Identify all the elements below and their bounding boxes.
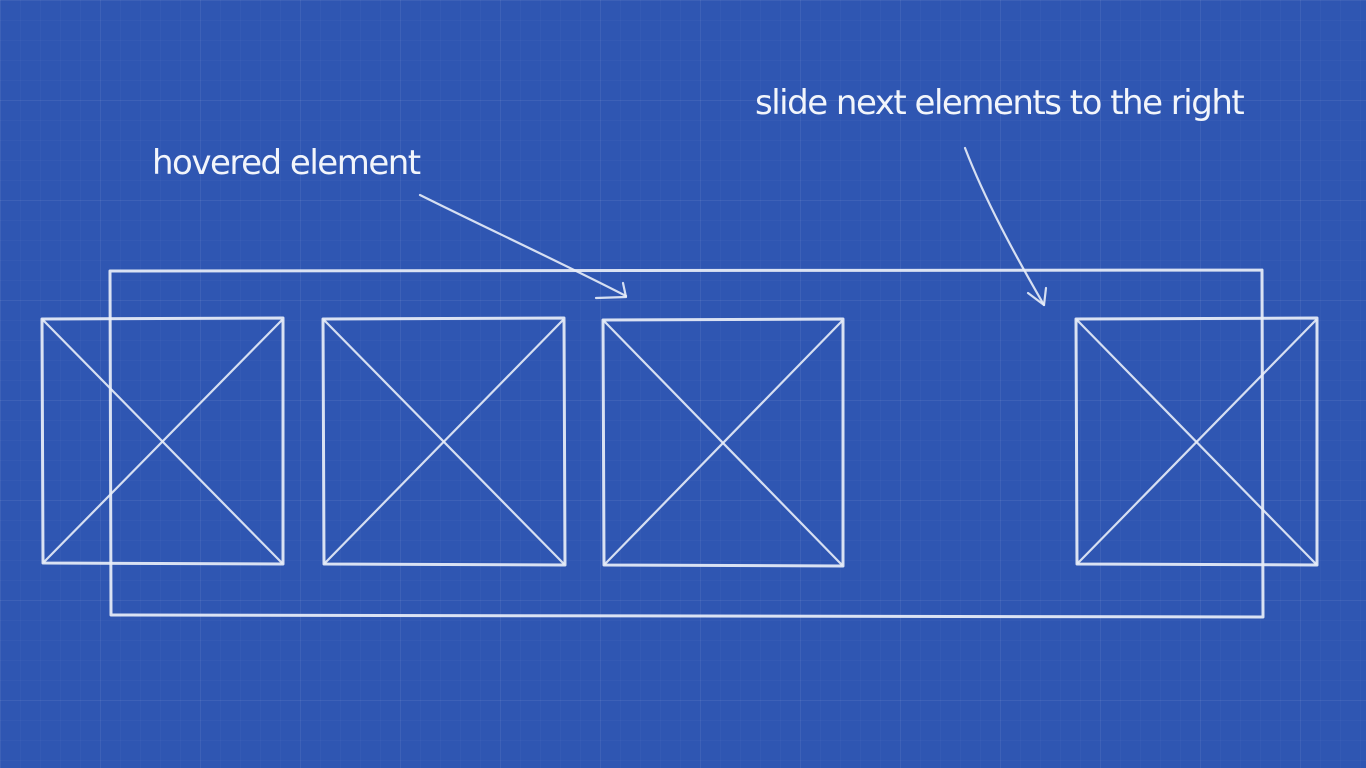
image-placeholder-2 bbox=[321, 316, 567, 567]
annotation-hovered-element: hovered element bbox=[152, 143, 421, 183]
container-frame bbox=[108, 268, 1265, 619]
image-placeholder-shifted bbox=[1074, 316, 1319, 567]
annotation-slide-right: slide next elements to the right bbox=[755, 83, 1245, 123]
arrow-slide bbox=[963, 146, 1048, 307]
image-placeholder-1 bbox=[40, 316, 285, 566]
image-placeholder-hovered bbox=[601, 317, 845, 568]
arrow-hovered bbox=[418, 193, 628, 300]
